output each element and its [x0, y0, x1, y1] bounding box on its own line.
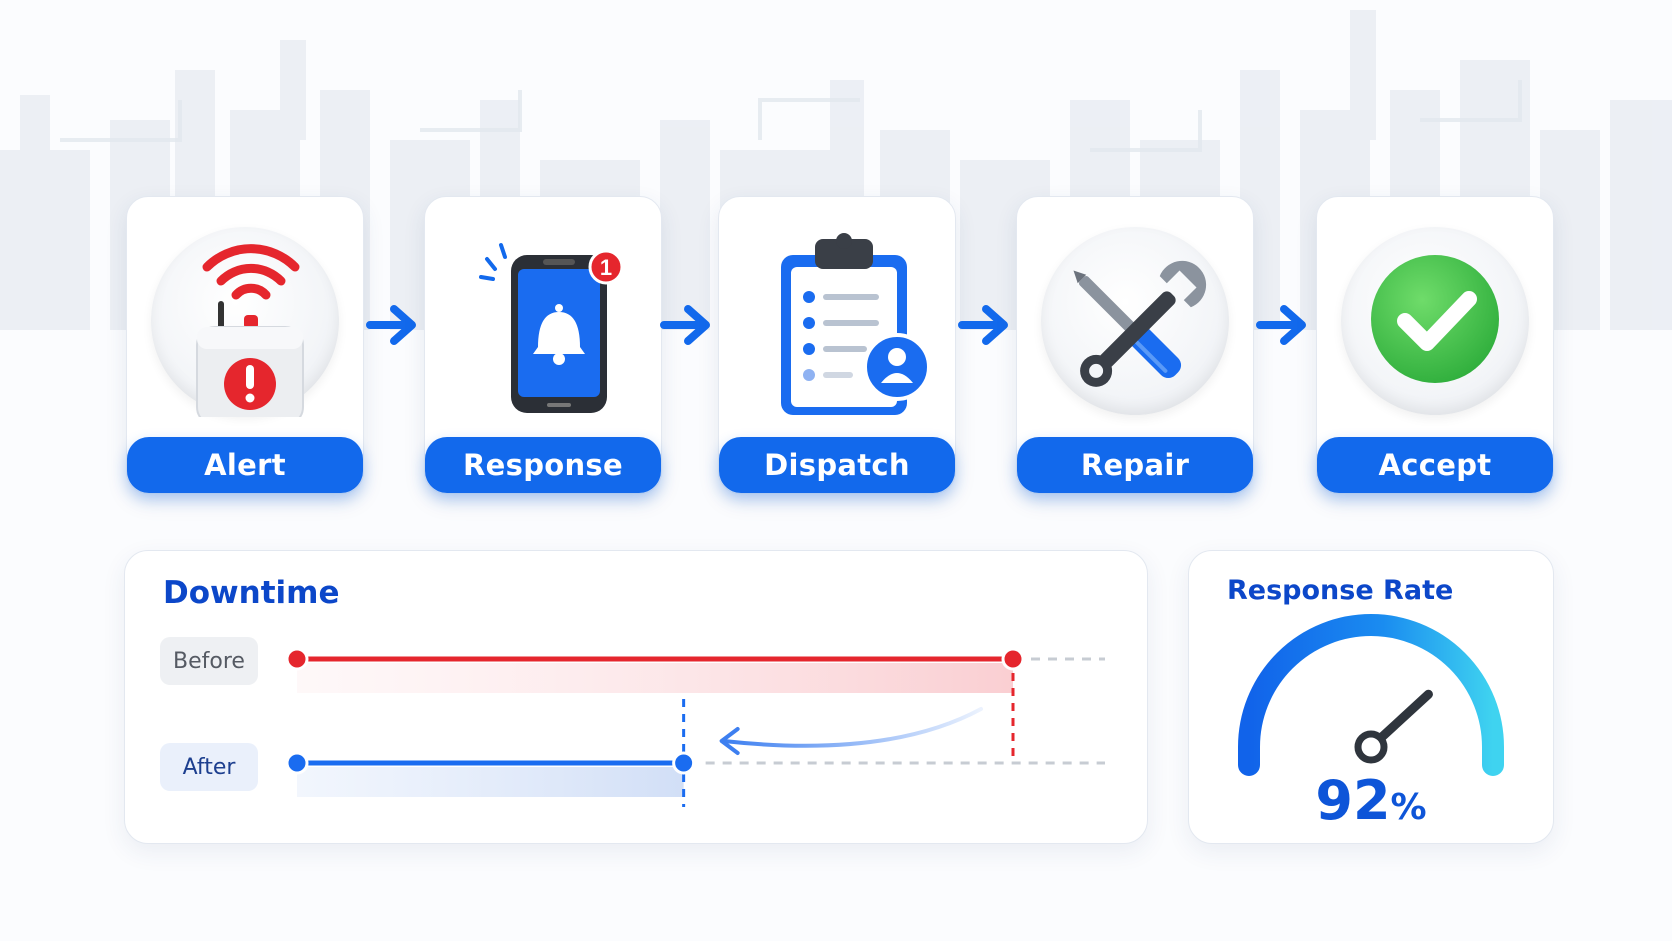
arrow-right-icon	[660, 305, 710, 345]
step-card-dispatch[interactable]: Dispatch	[718, 196, 956, 494]
response-rate-number: 92	[1315, 769, 1391, 832]
after-label: After	[160, 743, 258, 791]
step-card-alert[interactable]: Alert	[126, 196, 364, 494]
response-rate-unit: %	[1390, 787, 1427, 828]
before-shadow	[297, 663, 1013, 693]
step-card-response[interactable]: 1 Response	[424, 196, 662, 494]
arrow-right-icon	[366, 305, 416, 345]
downtime-panel: Downtime Before After	[124, 550, 1148, 844]
downtime-title: Downtime	[163, 575, 340, 611]
before-start-dot	[285, 647, 309, 671]
response-rate-gauge	[1238, 614, 1504, 776]
arrow-right-icon	[958, 305, 1008, 345]
step-card-repair[interactable]: Repair	[1016, 196, 1254, 494]
reduction-arrowhead	[719, 727, 740, 755]
step-label: Dispatch	[719, 437, 955, 493]
after-end-dot	[672, 751, 696, 775]
step-label: Alert	[127, 437, 363, 493]
before-label: Before	[160, 637, 258, 685]
before-end-dot	[1001, 647, 1025, 671]
wrench-screwdriver-icon	[1073, 260, 1207, 387]
clipboard-assignee-icon	[781, 233, 931, 415]
gauge-hub	[1354, 730, 1388, 764]
after-start-dot	[285, 751, 309, 775]
response-rate-value: 92%	[1189, 769, 1553, 832]
downtime-comparison-chart	[285, 647, 1105, 807]
reduction-arrow	[721, 707, 983, 748]
gauge-arc	[1238, 614, 1504, 776]
step-label: Response	[425, 437, 661, 493]
notification-badge: 1	[600, 255, 612, 280]
step-label: Accept	[1317, 437, 1553, 493]
phone-notification-icon: 1	[479, 243, 624, 413]
after-shadow	[297, 767, 684, 797]
wireless-alarm-sensor-icon	[196, 244, 304, 417]
checkmark-icon	[1371, 255, 1499, 383]
response-rate-panel: Response Rate 92%	[1188, 550, 1554, 844]
arrow-right-icon	[1256, 305, 1306, 345]
step-card-accept[interactable]: Accept	[1316, 196, 1554, 494]
step-label: Repair	[1017, 437, 1253, 493]
response-rate-title: Response Rate	[1227, 575, 1454, 606]
